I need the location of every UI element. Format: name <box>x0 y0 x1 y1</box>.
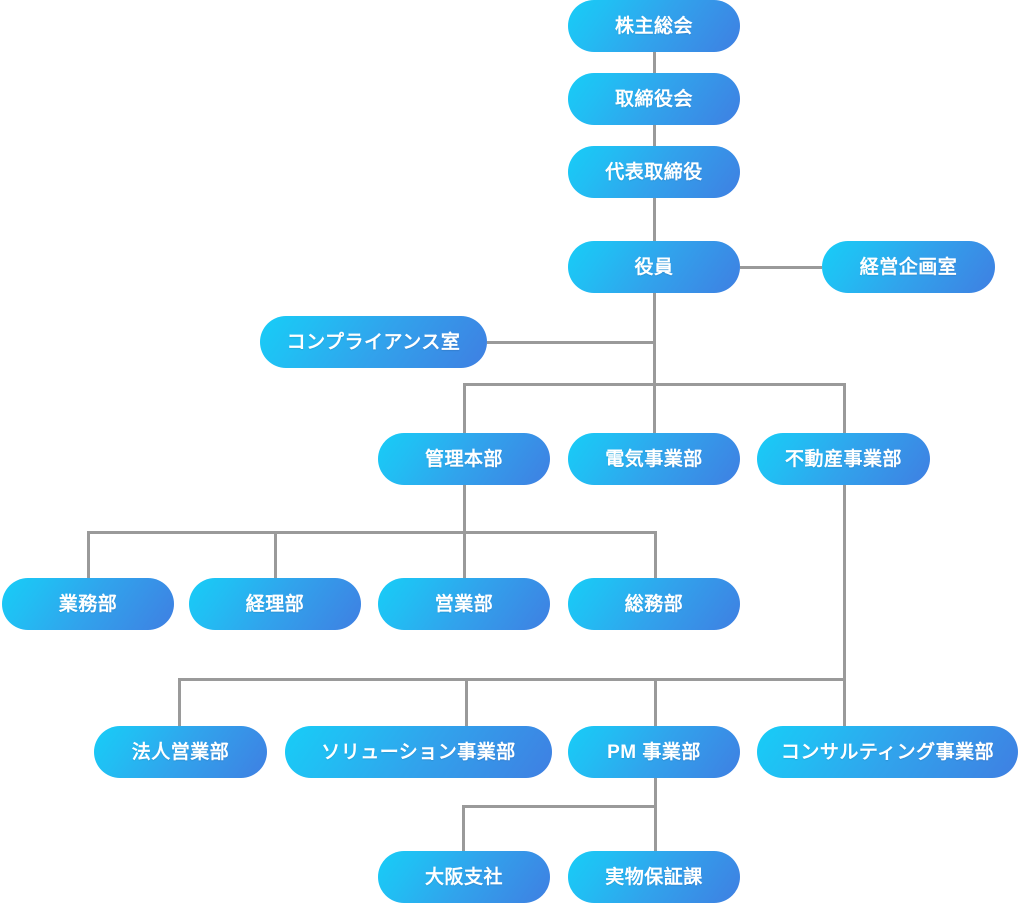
org-node-asset-guarantee[interactable]: 実物保証課 <box>568 851 740 903</box>
connector-admin-down <box>463 485 466 531</box>
connector-board-to-ceo <box>653 125 656 146</box>
connector-tier5-drop-pm <box>654 678 657 726</box>
org-node-label: 役員 <box>634 256 674 278</box>
org-node-ceo[interactable]: 代表取締役 <box>568 146 740 198</box>
org-node-sales-dept[interactable]: 営業部 <box>378 578 550 630</box>
org-node-label: 株主総会 <box>614 15 693 37</box>
org-node-label: 営業部 <box>434 593 494 615</box>
connector-tier5-bus <box>178 678 846 681</box>
org-node-operations-dept[interactable]: 業務部 <box>2 578 174 630</box>
org-node-label: 管理本部 <box>424 448 503 470</box>
org-node-executives[interactable]: 役員 <box>568 241 740 293</box>
org-node-electric-div[interactable]: 電気事業部 <box>568 433 740 485</box>
connector-pm-down <box>654 778 657 853</box>
org-node-label: 実物保証課 <box>605 866 703 888</box>
org-node-label: コンプライアンス室 <box>286 331 461 353</box>
org-node-label: 法人営業部 <box>131 741 230 763</box>
org-node-board[interactable]: 取締役会 <box>568 73 740 125</box>
org-node-label: 大阪支社 <box>424 866 503 888</box>
connector-shareholders-to-board <box>653 52 656 73</box>
connector-tier3-drop-electric <box>653 383 656 433</box>
org-node-accounting-dept[interactable]: 経理部 <box>189 578 361 630</box>
org-node-label: 取締役会 <box>614 88 693 110</box>
connector-executives-to-planning <box>740 266 822 269</box>
connector-tier4-drop-sales <box>463 531 466 578</box>
connector-tier4-drop-accounting <box>274 531 277 578</box>
connector-tier6-drop-osaka <box>462 805 465 853</box>
connector-tier4-bus <box>87 531 657 534</box>
connector-tier5-drop-solution <box>465 678 468 726</box>
org-node-planning-office[interactable]: 経営企画室 <box>822 241 995 293</box>
org-node-shareholders[interactable]: 株主総会 <box>568 0 740 52</box>
connector-tier4-drop-general <box>654 531 657 578</box>
org-node-label: 代表取締役 <box>605 161 703 183</box>
org-node-label: 経営企画室 <box>859 256 958 278</box>
org-node-pm-div[interactable]: PM 事業部 <box>568 726 740 778</box>
org-node-corporate-sales[interactable]: 法人営業部 <box>94 726 267 778</box>
org-node-realestate-div[interactable]: 不動産事業部 <box>757 433 930 485</box>
org-node-label: コンサルティング事業部 <box>780 741 995 763</box>
org-node-solution-div[interactable]: ソリューション事業部 <box>285 726 552 778</box>
connector-tier5-drop-corporate <box>178 678 181 726</box>
connector-tier5-drop-consulting <box>843 678 846 726</box>
org-node-label: 総務部 <box>624 593 684 615</box>
org-node-admin-hq[interactable]: 管理本部 <box>378 433 550 485</box>
org-node-label: ソリューション事業部 <box>321 741 516 763</box>
org-node-osaka-branch[interactable]: 大阪支社 <box>378 851 550 903</box>
connector-ceo-to-executives <box>653 198 656 241</box>
org-node-label: 電気事業部 <box>605 448 703 470</box>
connector-tier4-drop-operations <box>87 531 90 578</box>
connector-tier6-bus <box>462 805 657 808</box>
connector-executives-trunk <box>653 293 656 386</box>
connector-realestate-down <box>843 485 846 681</box>
org-node-compliance-office[interactable]: コンプライアンス室 <box>260 316 487 368</box>
connector-compliance-to-trunk <box>487 341 656 344</box>
org-node-consulting-div[interactable]: コンサルティング事業部 <box>757 726 1018 778</box>
org-node-label: 不動産事業部 <box>784 448 902 470</box>
org-node-general-affairs[interactable]: 総務部 <box>568 578 740 630</box>
org-node-label: 業務部 <box>58 593 118 615</box>
connector-tier3-drop-admin <box>463 383 466 433</box>
org-node-label: 経理部 <box>245 593 305 615</box>
connector-tier3-drop-realestate <box>843 383 846 433</box>
org-node-label: PM 事業部 <box>607 741 701 763</box>
